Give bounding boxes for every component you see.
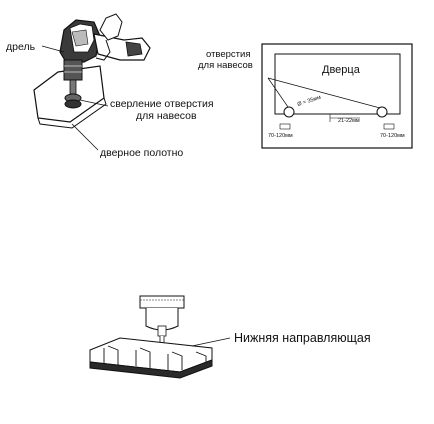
bottom-rail-shape xyxy=(89,337,213,379)
hinge-drilling-label-line1: сверление отверстия xyxy=(110,98,214,110)
right-spacing-label: 70-120мм xyxy=(380,133,405,139)
door-title: Дверца xyxy=(322,64,361,76)
drill-label: дрель xyxy=(6,41,36,53)
hinge-hole-right xyxy=(376,106,388,118)
door-inner-panel xyxy=(274,53,401,115)
hinge-hole-left xyxy=(283,106,295,118)
depth-dimension-label: 21-22мм xyxy=(338,118,360,124)
bottom-rail-label: Нижняя направляющая xyxy=(234,331,371,345)
drill-icon xyxy=(59,13,151,109)
door-diagram: Дверца Ø = 35мм 21-22мм 70-120мм 70-120м… xyxy=(198,43,413,149)
left-spacing-label: 70-120мм xyxy=(268,133,293,139)
drill-diagram: дрель сверление отверстия для навесов дв… xyxy=(6,13,214,159)
door-panel-label: дверное полотно xyxy=(100,147,183,159)
holes-label-line1: отверстия xyxy=(206,49,251,60)
hinge-drilling-label-line2: для навесов xyxy=(136,110,197,122)
holes-label-line2: для навесов xyxy=(198,60,253,71)
rail-diagram: Нижняя направляющая xyxy=(89,295,371,379)
